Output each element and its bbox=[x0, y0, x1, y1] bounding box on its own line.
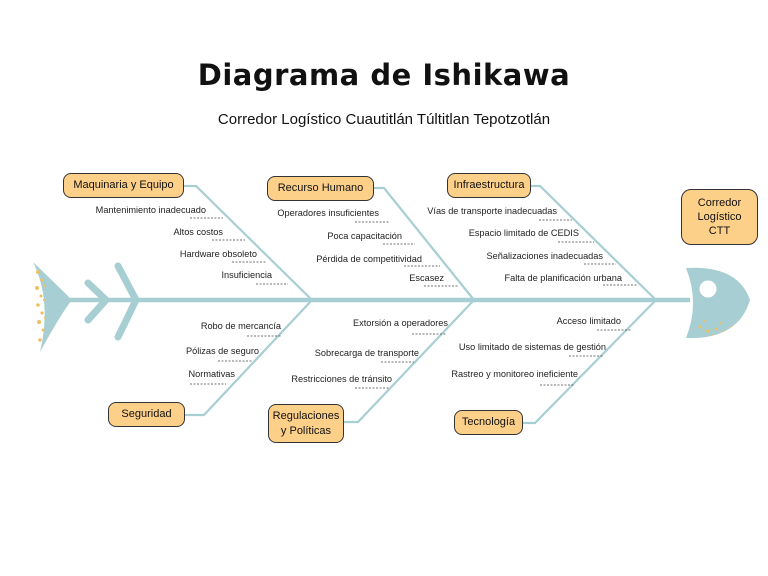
cause-regulaciones-1: Extorsión a operadores bbox=[353, 318, 448, 328]
effect-box: Corredor Logístico CTT bbox=[681, 189, 758, 245]
cause-regulaciones-2: Sobrecarga de transporte bbox=[314, 348, 419, 358]
category-seguridad: Seguridad bbox=[108, 402, 185, 427]
diagram-subtitle: Corredor Logístico Cuautitlán Túltitlan … bbox=[217, 111, 551, 128]
cause-infra-1: Vías de transporte inadecuadas bbox=[427, 206, 557, 216]
cause-infra-3: Señalizaciones inadecuadas bbox=[486, 251, 603, 261]
category-tecnologia: Tecnología bbox=[454, 410, 523, 435]
category-recurso-humano: Recurso Humano bbox=[267, 176, 374, 201]
cause-underlines bbox=[190, 217, 638, 389]
fish-head bbox=[686, 267, 750, 339]
cause-tecnologia-3: Rastreo y monitoreo ineficiente bbox=[451, 369, 578, 379]
fish-eye bbox=[699, 280, 717, 298]
cause-tecnologia-2: Uso limitado de sistemas de gestión bbox=[458, 342, 606, 352]
cause-maquinaria-4: Insuficiencia bbox=[221, 270, 272, 280]
cause-recurso-2: Poca capacitación bbox=[327, 231, 402, 241]
category-regulaciones: Regulaciones y Políticas bbox=[268, 404, 344, 443]
category-maquinaria: Maquinaria y Equipo bbox=[63, 173, 184, 198]
cause-seguridad-1: Robo de mercancía bbox=[200, 321, 281, 331]
cause-regulaciones-3: Restricciones de tránsito bbox=[291, 374, 392, 384]
fish-tail bbox=[33, 262, 72, 352]
cause-recurso-3: Pérdida de competitividad bbox=[316, 254, 422, 264]
cause-maquinaria-2: Altos costos bbox=[173, 227, 223, 237]
cause-infra-4: Falta de planificación urbana bbox=[504, 273, 622, 283]
cause-seguridad-3: Normativas bbox=[188, 369, 235, 379]
category-infraestructura: Infraestructura bbox=[447, 173, 531, 198]
cause-recurso-4: Escasez bbox=[409, 273, 444, 283]
cause-maquinaria-1: Mantenimiento inadecuado bbox=[95, 205, 206, 215]
category-ribs bbox=[181, 184, 657, 425]
diagram-title: Diagrama de Ishikawa bbox=[197, 58, 571, 92]
cause-maquinaria-3: Hardware obsoleto bbox=[179, 249, 257, 259]
cause-infra-2: Espacio limitado de CEDIS bbox=[468, 228, 579, 238]
cause-recurso-1: Operadores insuficientes bbox=[277, 208, 379, 218]
cause-seguridad-2: Pólizas de seguro bbox=[185, 346, 259, 356]
cause-tecnologia-1: Acceso limitado bbox=[556, 316, 621, 326]
